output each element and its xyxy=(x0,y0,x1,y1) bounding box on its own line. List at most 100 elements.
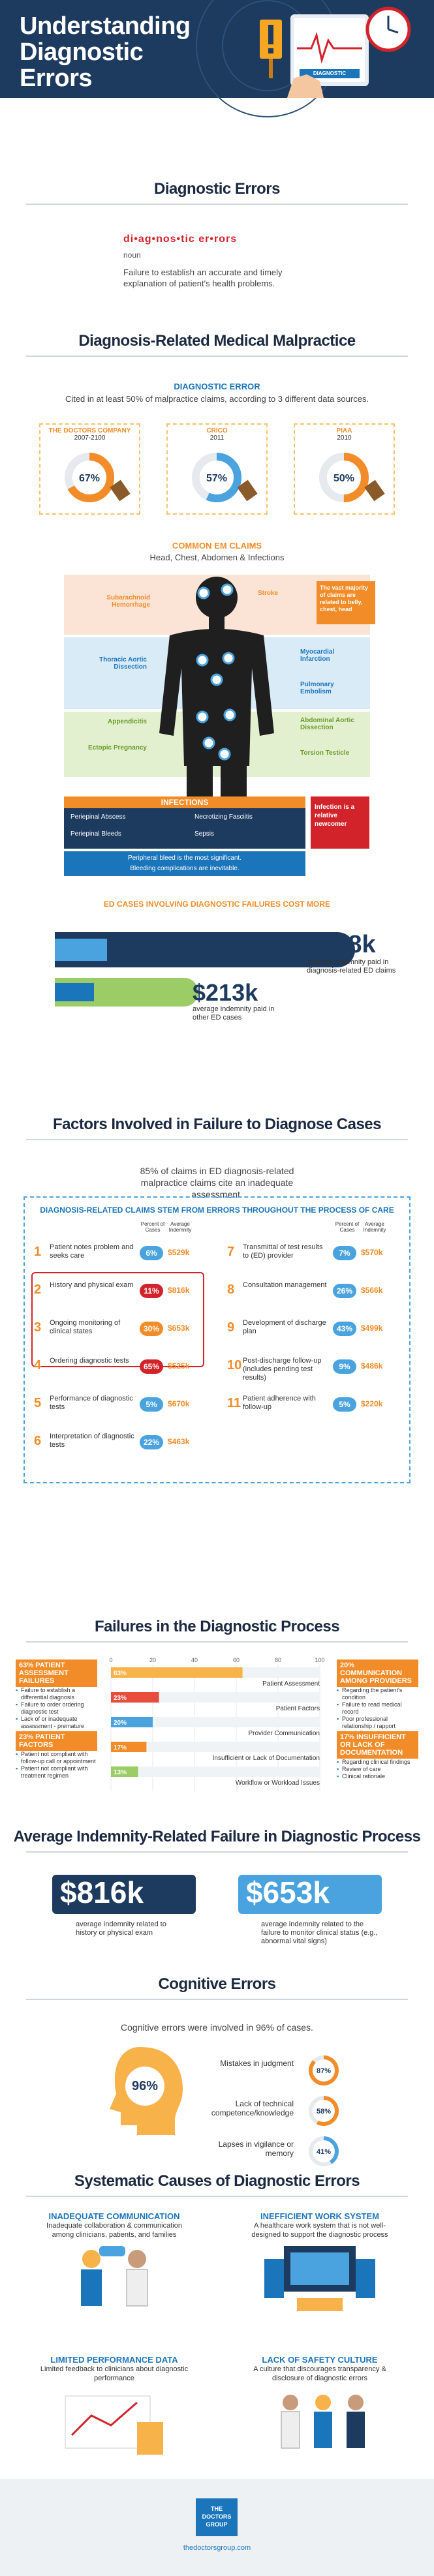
warning-icon xyxy=(260,20,282,78)
factor-pct: 7% xyxy=(333,1246,356,1260)
heartbeat-icon xyxy=(297,31,362,64)
diagnostic-error-label: DIAGNOSTIC ERROR xyxy=(174,382,260,391)
factor-number: 4 xyxy=(34,1358,42,1372)
factor-indemnity: $670k xyxy=(168,1399,190,1408)
factor-pct: 22% xyxy=(140,1435,163,1449)
source-card: THE DOCTORS COMPANY 2007-2100 67% xyxy=(39,423,140,515)
definition-heading: Diagnostic Errors xyxy=(154,180,280,198)
cause-title: LACK OF SAFETY CULTURE xyxy=(262,2355,378,2365)
definition-pos: noun xyxy=(123,250,141,260)
bar xyxy=(111,1692,159,1703)
systematic-section: Systematic Causes of Diagnostic Errors I… xyxy=(0,2172,434,2455)
label-stroke: Stroke xyxy=(258,590,279,597)
bar xyxy=(111,1667,243,1678)
definition-meaning: Failure to establish an accurate and tim… xyxy=(123,267,283,288)
factor-number: 7 xyxy=(227,1245,235,1259)
side-box-item: Patient not compliant with treatment reg… xyxy=(16,1765,97,1780)
ed-cases-title: ED CASES INVOLVING DIAGNOSTIC FAILURES C… xyxy=(103,900,331,909)
cognitive-intro: Cognitive errors were involved in 96% of… xyxy=(121,2022,313,2033)
indemnity-right-desc: average indemnity related to the failure… xyxy=(261,1920,378,1945)
safety-culture-icon xyxy=(281,2395,365,2449)
ed-small-value: $213k xyxy=(193,979,258,1006)
label-pulmonary: Pulmonary Embolism xyxy=(300,681,334,695)
cause-text: Inadequate collaboration & communication… xyxy=(46,2222,182,2239)
source-year: 2011 xyxy=(209,434,225,442)
gavel-icon xyxy=(110,479,131,502)
side-box-item: Clinical rationale xyxy=(337,1773,418,1780)
factor-pct: 9% xyxy=(333,1359,356,1374)
gauge-chart: 57% xyxy=(192,453,258,502)
cognitive-center-pct: 96% xyxy=(131,2079,159,2093)
label-abdominal: Abdominal Aortic Dissection xyxy=(300,717,354,731)
side-box-item: Review of care xyxy=(337,1766,418,1773)
ring-fill xyxy=(309,2055,339,2085)
cognitive-item-ring: 58% xyxy=(309,2096,339,2126)
gavel-icon xyxy=(364,479,385,502)
process-section: Failures in the Diagnostic Process 63% P… xyxy=(0,1618,434,1791)
side-box-title: 63% PATIENT ASSESSMENT FAILURES xyxy=(16,1659,97,1687)
ed-bar-stripe xyxy=(55,939,107,961)
factor-pct: 5% xyxy=(333,1397,356,1412)
factor-pct: 6% xyxy=(140,1246,163,1260)
factor-text: Interpretation of diagnostic tests xyxy=(50,1432,134,1449)
cause-text: Limited feedback to clinicians about dia… xyxy=(40,2365,189,2382)
infection-item: Necrotizing Fasciitis xyxy=(194,813,253,821)
factor-indemnity: $653k xyxy=(168,1324,190,1333)
em-claims-title: COMMON EM CLAIMS xyxy=(172,541,262,551)
cause-text: A culture that discourages transparency … xyxy=(253,2365,386,2382)
divider xyxy=(26,1999,408,2000)
label-torsion: Torsion Testicle xyxy=(300,750,350,757)
label-myocardial: Myocardial Infarction xyxy=(300,648,335,663)
factor-pct: 26% xyxy=(333,1284,356,1298)
side-box-item: Regarding the patient's condition xyxy=(337,1687,418,1701)
gauge-fill xyxy=(65,453,114,502)
factors-heading: Factors Involved in Failure to Diagnose … xyxy=(53,1115,381,1133)
process-side-box: 63% PATIENT ASSESSMENT FAILURESFailure t… xyxy=(16,1659,97,1751)
factor-number: 10 xyxy=(227,1358,242,1372)
cause-card: INEFFICIENT WORK SYSTEM A healthcare wor… xyxy=(245,2211,395,2321)
gauge-pct: 50% xyxy=(333,473,354,484)
bar xyxy=(111,1766,138,1777)
factor-number: 1 xyxy=(34,1245,42,1259)
head-icon xyxy=(110,2047,183,2135)
factor-indemnity: $525k xyxy=(168,1361,190,1371)
ed-small-desc: average indemnity paid in other ED cases xyxy=(193,1005,275,1022)
infections-title: INFECTIONS xyxy=(64,796,305,808)
ring-pct: 58% xyxy=(317,2108,331,2115)
footer-logo[interactable]: THE DOCTORS GROUP xyxy=(196,2498,238,2536)
divider xyxy=(26,1139,408,1140)
axis-tick-label: 0 xyxy=(109,1657,112,1663)
factor-text: Development of discharge plan xyxy=(243,1319,326,1335)
side-box-title: 17% INSUFFICIENT OR LACK OF DOCUMENTATIO… xyxy=(337,1731,418,1759)
axis-tick-label: 100 xyxy=(315,1657,324,1663)
divider xyxy=(26,1851,408,1853)
bar-category-label: Insufficient or Lack of Documentation xyxy=(213,1755,320,1762)
axis-tick-label: 80 xyxy=(275,1657,281,1663)
gavel-icon xyxy=(237,479,258,502)
ring-pct: 41% xyxy=(317,2148,331,2156)
infection-item: Sepsis xyxy=(194,830,215,838)
source-year: 2010 xyxy=(337,434,352,442)
footer-url[interactable]: thedoctorsgroup.com xyxy=(183,2544,251,2552)
factors-box: DIAGNOSIS-RELATED CLAIMS STEM FROM ERROR… xyxy=(23,1196,411,1483)
axis-tick-label: 20 xyxy=(149,1657,156,1663)
bar-track xyxy=(111,1717,320,1727)
side-box-title: 23% PATIENT FACTORS xyxy=(16,1731,97,1751)
process-side-box: 20% COMMUNICATION AMONG PROVIDERSRegardi… xyxy=(337,1659,418,1737)
factor-text: Ongoing monitoring of clinical states xyxy=(50,1319,121,1335)
cause-card: INADEQUATE COMMUNICATION Inadequate coll… xyxy=(39,2211,189,2321)
cognitive-section: Cognitive Errors Cognitive errors were i… xyxy=(0,1975,434,2166)
gauge-pct: 57% xyxy=(206,473,227,484)
source-name: THE DOCTORS COMPANY xyxy=(48,427,131,434)
bar-category-label: Patient Factors xyxy=(276,1705,320,1712)
axis-tick-label: 40 xyxy=(191,1657,198,1663)
clock-icon xyxy=(365,7,411,52)
cognitive-item-label: Lack of technical competence/knowledge xyxy=(211,2099,294,2117)
factor-text: Patient adherence with follow-up xyxy=(243,1395,316,1411)
bar-value-label: 23% xyxy=(114,1695,127,1702)
